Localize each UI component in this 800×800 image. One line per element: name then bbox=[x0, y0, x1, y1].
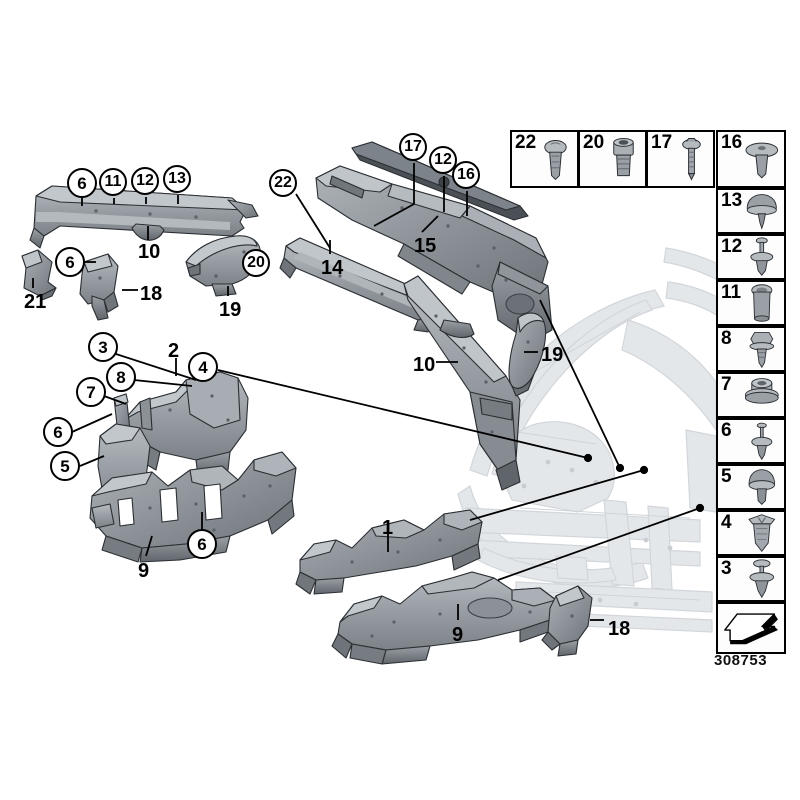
legend-direction-cell bbox=[716, 602, 786, 654]
diagram-reference-number: 308753 bbox=[714, 652, 768, 669]
legend-item-number: 3 bbox=[721, 558, 732, 579]
pan-head-screw-icon bbox=[536, 132, 575, 186]
legend-item-number: 22 bbox=[515, 132, 537, 153]
callout-7: 7 bbox=[76, 377, 106, 407]
sleeve-grommet-icon bbox=[742, 282, 782, 324]
socket-head-bolt-icon bbox=[604, 132, 643, 186]
callout-19: 19 bbox=[541, 344, 564, 366]
callout-2: 2 bbox=[168, 340, 180, 362]
callout-13: 13 bbox=[163, 165, 191, 193]
callout-4: 4 bbox=[188, 352, 218, 382]
callout-10: 10 bbox=[413, 354, 436, 376]
push-pin-clip-icon bbox=[742, 558, 782, 600]
legend-cell-8: 8 bbox=[716, 326, 786, 372]
leader-lines bbox=[32, 163, 705, 621]
legend-cell-3: 3 bbox=[716, 556, 786, 602]
callout-18: 18 bbox=[140, 283, 163, 305]
callout-5: 5 bbox=[50, 451, 80, 481]
legend-cell-16: 16 bbox=[716, 130, 786, 188]
legend-cell-13: 13 bbox=[716, 188, 786, 234]
legend-item-number: 16 bbox=[721, 132, 743, 153]
callout-18: 18 bbox=[608, 618, 631, 640]
legend-item-number: 13 bbox=[721, 190, 743, 211]
dome-cap-clip-icon bbox=[742, 190, 782, 232]
legend-cell-20: 20 bbox=[578, 130, 647, 188]
callout-14: 14 bbox=[321, 257, 344, 279]
callout-3: 3 bbox=[88, 332, 118, 362]
callout-20: 20 bbox=[242, 249, 270, 277]
callout-12: 12 bbox=[131, 167, 159, 195]
legend-item-number: 5 bbox=[721, 466, 732, 487]
legend-cell-7: 7 bbox=[716, 372, 786, 418]
flange-stud-icon bbox=[672, 132, 711, 186]
callout-10: 10 bbox=[138, 241, 161, 263]
legend-item-number: 6 bbox=[721, 420, 732, 441]
callout-8: 8 bbox=[106, 362, 136, 392]
callout-6: 6 bbox=[67, 168, 97, 198]
legend-item-number: 12 bbox=[721, 236, 743, 257]
pin-rivet-icon bbox=[742, 420, 782, 462]
legend-item-number: 7 bbox=[721, 374, 732, 395]
legend-cell-6: 6 bbox=[716, 418, 786, 464]
callout-19: 19 bbox=[219, 299, 242, 321]
callout-15: 15 bbox=[414, 235, 437, 257]
legend-cell-12: 12 bbox=[716, 234, 786, 280]
callout-9: 9 bbox=[138, 560, 150, 582]
legend-cell-4: 4 bbox=[716, 510, 786, 556]
barrel-expansion-rivet-icon bbox=[742, 512, 782, 554]
callout-17: 17 bbox=[399, 133, 427, 161]
callout-6: 6 bbox=[43, 417, 73, 447]
callout-22: 22 bbox=[269, 169, 297, 197]
legend-item-number: 8 bbox=[721, 328, 732, 349]
forward-arrow-icon bbox=[723, 610, 780, 647]
legend-item-number: 11 bbox=[721, 282, 742, 303]
legend-cell-5: 5 bbox=[716, 464, 786, 510]
legend-item-number: 17 bbox=[651, 132, 673, 153]
legend-cell-22: 22 bbox=[510, 130, 579, 188]
callout-6: 6 bbox=[55, 247, 85, 277]
callout-21: 21 bbox=[24, 291, 47, 313]
callout-11: 11 bbox=[99, 168, 127, 196]
legend-cell-17: 17 bbox=[646, 130, 715, 188]
callout-16: 16 bbox=[452, 161, 480, 189]
callout-1: 1 bbox=[382, 517, 394, 539]
callout-6: 6 bbox=[187, 529, 217, 559]
pin-expansion-rivet-icon bbox=[742, 236, 782, 278]
hex-flange-screw-icon bbox=[742, 328, 782, 370]
legend-cell-11: 11 bbox=[716, 280, 786, 326]
legend-item-number: 4 bbox=[721, 512, 732, 533]
wide-head-rivet-icon bbox=[742, 132, 782, 186]
legend-item-number: 20 bbox=[583, 132, 605, 153]
dome-nut-icon bbox=[742, 466, 782, 508]
flange-nut-icon bbox=[742, 374, 782, 416]
callout-9: 9 bbox=[452, 624, 464, 646]
